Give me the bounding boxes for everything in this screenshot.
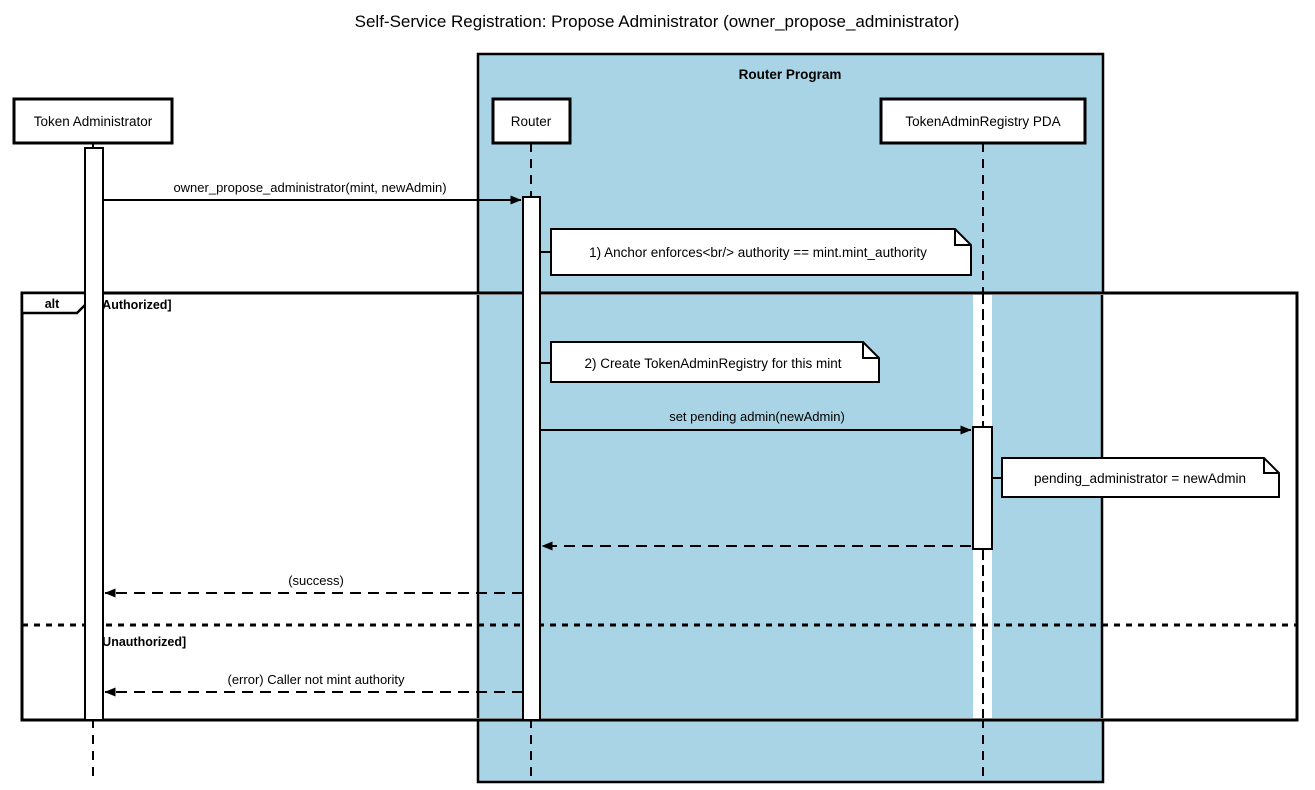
note-shape-n3 bbox=[1001, 457, 1280, 498]
note-text-n2: 2) Create TokenAdminRegistry for this mi… bbox=[584, 356, 841, 371]
note-pending-administrator: pending_administrator = newAdmin bbox=[992, 457, 1280, 498]
group-strip-right bbox=[992, 295, 1101, 718]
note-create-registry: 2) Create TokenAdminRegistry for this mi… bbox=[540, 341, 880, 383]
message-label-m5: (error) Caller not mint authority bbox=[228, 672, 405, 687]
message-error: (error) Caller not mint authority bbox=[104, 672, 523, 697]
note-text-n1: 1) Anchor enforces<br/> authority == min… bbox=[589, 245, 927, 260]
activation-router bbox=[522, 196, 541, 721]
alt-fragment-tag: alt bbox=[20, 291, 90, 315]
alt-tag-label: alt bbox=[45, 297, 60, 311]
participant-box-router[interactable] bbox=[491, 97, 572, 145]
participant-label-token-admin-registry-pda: TokenAdminRegistry PDA bbox=[905, 114, 1060, 129]
note-text-n3: pending_administrator = newAdmin bbox=[1034, 471, 1246, 486]
participant-token-admin-registry-pda[interactable]: TokenAdminRegistry PDA bbox=[879, 97, 1087, 145]
message-label-m4: (success) bbox=[288, 573, 344, 588]
activation-pda bbox=[972, 426, 993, 550]
participant-box-token-admin-registry-pda[interactable] bbox=[879, 97, 1087, 145]
message-success: (success) bbox=[104, 573, 523, 598]
message-label-m1: owner_propose_administrator(mint, newAdm… bbox=[173, 180, 446, 195]
message-set-pending-admin: set pending admin(newAdmin) bbox=[540, 409, 972, 435]
activation-bars bbox=[84, 147, 993, 721]
page-title: Self-Service Registration: Propose Admin… bbox=[355, 12, 960, 31]
note-anchor-enforces: 1) Anchor enforces<br/> authority == min… bbox=[540, 228, 972, 276]
message-label-m2: set pending admin(newAdmin) bbox=[669, 409, 845, 424]
note-shape-n2 bbox=[550, 341, 880, 383]
participant-token-administrator[interactable]: Token Administrator bbox=[12, 97, 174, 145]
participant-router[interactable]: Router bbox=[491, 97, 572, 145]
note-fold-n2 bbox=[862, 342, 879, 359]
alt-guard-authorized: [Authorized] bbox=[98, 298, 172, 312]
alt-tag-shape bbox=[20, 291, 90, 315]
group-box-label: Router Program bbox=[739, 67, 842, 82]
alt-fragment-outline bbox=[20, 291, 1299, 722]
message-owner-propose-administrator: owner_propose_administrator(mint, newAdm… bbox=[104, 180, 522, 205]
participant-label-token-administrator: Token Administrator bbox=[34, 114, 153, 129]
participant-box-token-administrator[interactable] bbox=[12, 97, 174, 145]
note-fold-n1 bbox=[954, 229, 971, 246]
alt-guard-unauthorized: [Unauthorized] bbox=[98, 635, 186, 649]
note-shape-n1 bbox=[550, 228, 972, 276]
participant-label-router: Router bbox=[511, 114, 552, 129]
activation-token-administrator bbox=[84, 147, 104, 721]
note-fold-n3 bbox=[1263, 458, 1279, 474]
group-strip-left bbox=[478, 295, 523, 718]
